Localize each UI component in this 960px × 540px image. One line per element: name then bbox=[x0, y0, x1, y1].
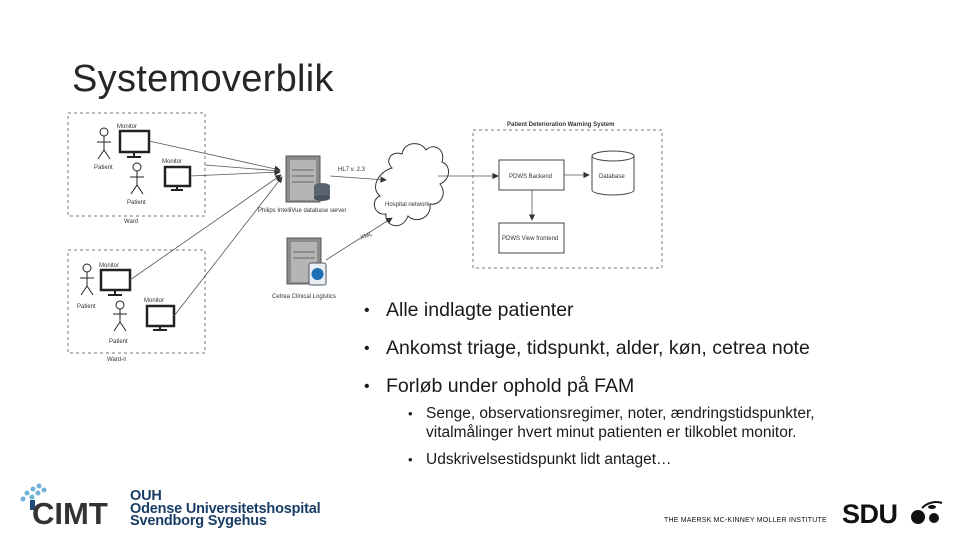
bullet-item: • Ankomst triage, tidspunkt, alder, køn, … bbox=[364, 336, 810, 361]
ward-1-patient-1 bbox=[97, 127, 111, 160]
ouh-line: Svendborg Sygehus bbox=[130, 513, 267, 529]
bullet-text: Forløb under ophold på FAM bbox=[386, 375, 635, 397]
pdws-frontend-label: PDWS View frontend bbox=[502, 236, 558, 242]
ward-1-patient-1-label: Patient bbox=[94, 165, 113, 171]
pdws-title: Patient Deterioration Warning System bbox=[507, 122, 614, 128]
sub-bullet-list: • Senge, observationsregimer, noter, ændr… bbox=[408, 404, 908, 477]
maersk-institute-text: THE MAERSK MC-KINNEY MOLLER INSTITUTE bbox=[664, 517, 827, 524]
ward-n-patient-1-label: Patient bbox=[77, 304, 96, 310]
ward-1-monitor-1-label: Monitor bbox=[117, 124, 137, 130]
ward-1-monitor-2 bbox=[163, 165, 192, 191]
bullet-item: • Alle indlagte patienter bbox=[364, 298, 810, 323]
ward-n-patient-2 bbox=[113, 300, 127, 332]
sub-bullet-text: Senge, observationsregimer, noter, ændri… bbox=[426, 405, 815, 441]
pdws-connections bbox=[528, 171, 590, 221]
philips-server-icon bbox=[285, 155, 330, 203]
network-connections bbox=[325, 172, 499, 261]
bullet-item: • Forløb under ophold på FAM bbox=[364, 374, 810, 399]
ward-n-label: Ward-n bbox=[107, 357, 126, 363]
ward-n-monitor-1-label: Monitor bbox=[99, 263, 119, 269]
ward-n-patient-2-label: Patient bbox=[109, 339, 128, 345]
cloud-label: Hospital network bbox=[385, 202, 430, 208]
ward-n-patient-1 bbox=[80, 263, 94, 296]
ward-1-box bbox=[67, 112, 206, 217]
bullet-text: Ankomst triage, tidspunkt, alder, køn, c… bbox=[386, 337, 810, 359]
sdu-text: SDU bbox=[842, 499, 898, 529]
ouh-line: OUH bbox=[130, 488, 162, 504]
cetrea-label: Cetrea Clinical Logistics bbox=[272, 294, 336, 300]
monitor-connections bbox=[129, 140, 283, 317]
philips-label: Philips IntelliVue database server bbox=[258, 208, 347, 214]
sdu-apple-icon bbox=[911, 501, 943, 524]
ouh-logo: OUH Odense Universitetshospital Svendbor… bbox=[130, 488, 321, 529]
main-bullet-list: • Alle indlagte patienter • Ankomst triage… bbox=[364, 298, 810, 412]
ward-1-label: Ward bbox=[124, 219, 138, 225]
cimt-logo: CIMT bbox=[20, 483, 108, 526]
hospital-network-cloud bbox=[373, 143, 449, 227]
pdws-backend-label: PDWS Backend bbox=[509, 174, 552, 180]
ward-n-monitor-1 bbox=[99, 268, 132, 296]
pdws-backend-box bbox=[498, 159, 565, 191]
sdu-logo: SDU bbox=[842, 499, 898, 530]
ward-1-patient-2-label: Patient bbox=[127, 200, 146, 206]
pdws-boundary bbox=[472, 129, 663, 269]
bullet-dot: • bbox=[408, 452, 413, 467]
cimt-tree-icon bbox=[20, 483, 47, 510]
bullet-dot: • bbox=[364, 340, 370, 357]
ward-n-monitor-2-label: Monitor bbox=[144, 298, 164, 304]
ouh-line: Odense Universitetshospital bbox=[130, 500, 321, 517]
xml-label: XML bbox=[360, 231, 374, 241]
cetrea-server-icon bbox=[286, 237, 327, 286]
sub-bullet-item: • Senge, observationsregimer, noter, ændr… bbox=[408, 404, 908, 442]
bullet-text: Alle indlagte patienter bbox=[386, 299, 574, 321]
ward-n-monitor-2 bbox=[145, 304, 176, 331]
ward-1-monitor-1 bbox=[118, 129, 151, 158]
sub-bullet-item: • Udskrivelsestidspunkt lidt antaget… bbox=[408, 450, 908, 469]
bullet-dot: • bbox=[408, 406, 413, 421]
bullet-dot: • bbox=[364, 378, 370, 395]
sub-bullet-text: Udskrivelsestidspunkt lidt antaget… bbox=[426, 451, 672, 468]
pdws-frontend-box bbox=[498, 222, 565, 254]
ward-1-monitor-2-label: Monitor bbox=[162, 159, 182, 165]
slide-title: Systemoverblik bbox=[72, 58, 334, 100]
bullet-dot: • bbox=[364, 302, 370, 319]
database-label: Database bbox=[599, 174, 625, 180]
ward-1-patient-2 bbox=[130, 162, 144, 195]
cimt-text: CIMT bbox=[32, 496, 108, 526]
ward-n-box bbox=[67, 249, 206, 354]
hl7-label: HL7 v. 2.3 bbox=[338, 167, 366, 173]
database-cylinder-icon bbox=[591, 150, 635, 196]
